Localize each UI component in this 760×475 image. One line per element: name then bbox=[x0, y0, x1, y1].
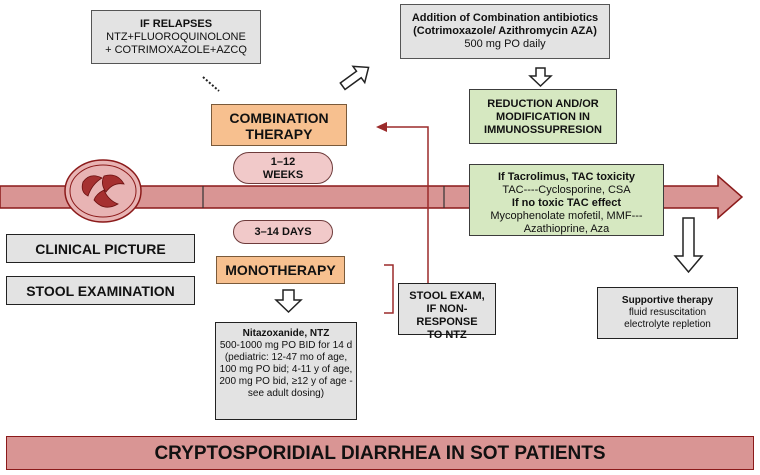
days-pill-label: 3–14 DAYS bbox=[254, 226, 312, 238]
tacrolimus-title-2: If no toxic TAC effect bbox=[511, 197, 622, 209]
diagonal-hollow-arrow bbox=[339, 65, 370, 91]
nitazoxanide-line: 500-1000 mg PO BID for 14 d bbox=[219, 340, 353, 351]
weeks-pill: 1–12 WEEKS bbox=[233, 152, 333, 184]
supportive-therapy-box: Supportive therapy fluid resuscitation e… bbox=[597, 287, 738, 339]
down-hollow-arrow bbox=[274, 289, 303, 314]
clinical-picture-label: CLINICAL PICTURE bbox=[35, 241, 166, 257]
antibiotics-title-line: (Cotrimoxazole/ Azithromycin AZA) bbox=[413, 25, 597, 37]
stool-exam-box: STOOL EXAM, IF NON-RESPONSE TO NTZ bbox=[398, 283, 496, 341]
stool-exam-line: IF NON-RESPONSE bbox=[416, 303, 478, 328]
weeks-pill-line: 1–12 bbox=[270, 156, 296, 168]
reduction-line: MODIFICATION IN bbox=[496, 111, 590, 123]
relapses-box: IF RELAPSES NTZ+FLUOROQUINOLONE + COTRIM… bbox=[91, 10, 261, 64]
reduction-line: IMMUNOSSUPRESION bbox=[484, 124, 602, 136]
tacrolimus-line: Mycophenolate mofetil, MMF--- bbox=[490, 210, 643, 222]
stool-exam-line: TO NTZ bbox=[427, 329, 467, 341]
relapse-dotted-line bbox=[202, 76, 220, 92]
reduction-line: REDUCTION AND/OR bbox=[487, 98, 599, 110]
stool-exam-line: STOOL EXAM, bbox=[409, 290, 485, 302]
nitazoxanide-line: 100 mg PO bid; 4-11 y of age, bbox=[219, 364, 353, 375]
monotherapy-bracket bbox=[384, 264, 394, 314]
monotherapy-box: MONOTHERAPY bbox=[216, 256, 345, 284]
footer-banner: CRYPTOSPORIDIAL DIARRHEA IN SOT PATIENTS bbox=[6, 436, 754, 470]
nitazoxanide-line: see adult dosing) bbox=[247, 388, 325, 399]
nitazoxanide-line: 200 mg PO bid, ≥12 y of age - bbox=[219, 376, 353, 387]
supportive-line: fluid resuscitation bbox=[628, 307, 707, 318]
tacrolimus-box: If Tacrolimus, TAC toxicity TAC----Cyclo… bbox=[469, 164, 664, 236]
monotherapy-label: MONOTHERAPY bbox=[225, 262, 336, 278]
down-hollow-arrow bbox=[528, 67, 553, 88]
tacrolimus-line: Azathioprine, Aza bbox=[523, 223, 610, 235]
nitazoxanide-box: Nitazoxanide, NTZ 500-1000 mg PO BID for… bbox=[215, 322, 357, 420]
stool-examination-label: STOOL EXAMINATION bbox=[26, 283, 175, 299]
nitazoxanide-title: Nitazoxanide, NTZ bbox=[242, 328, 330, 339]
antibiotics-dose: 500 mg PO daily bbox=[464, 38, 546, 50]
clinical-picture-box: CLINICAL PICTURE bbox=[6, 234, 195, 263]
supportive-line: electrolyte repletion bbox=[624, 319, 711, 330]
weeks-pill-line: WEEKS bbox=[262, 169, 304, 181]
relapses-line: NTZ+FLUOROQUINOLONE bbox=[106, 31, 246, 43]
response-connector bbox=[386, 126, 429, 283]
days-pill: 3–14 DAYS bbox=[233, 220, 333, 244]
nitazoxanide-line: (pediatric: 12-47 mo of age, bbox=[224, 352, 348, 363]
combination-therapy-box: COMBINATION THERAPY bbox=[211, 104, 347, 146]
combination-therapy-line: COMBINATION bbox=[229, 110, 329, 126]
antibiotics-title-line: Addition of Combination antibiotics bbox=[411, 12, 599, 24]
combination-therapy-line: THERAPY bbox=[245, 126, 313, 142]
relapses-title: IF RELAPSES bbox=[139, 18, 213, 30]
down-hollow-arrow bbox=[673, 217, 704, 274]
reduction-box: REDUCTION AND/OR MODIFICATION IN IMMUNOS… bbox=[469, 89, 617, 144]
relapses-line: + COTRIMOXAZOLE+AZCQ bbox=[105, 44, 247, 56]
combination-antibiotics-box: Addition of Combination antibiotics (Cot… bbox=[400, 4, 610, 59]
cryptosporidium-icon bbox=[64, 159, 142, 223]
footer-title: CRYPTOSPORIDIAL DIARRHEA IN SOT PATIENTS bbox=[154, 443, 606, 464]
tacrolimus-line: TAC----Cyclosporine, CSA bbox=[502, 184, 631, 196]
connector-arrowhead bbox=[376, 122, 387, 132]
tacrolimus-title: If Tacrolimus, TAC toxicity bbox=[497, 171, 636, 183]
supportive-title: Supportive therapy bbox=[621, 295, 714, 306]
stool-examination-box: STOOL EXAMINATION bbox=[6, 276, 195, 305]
